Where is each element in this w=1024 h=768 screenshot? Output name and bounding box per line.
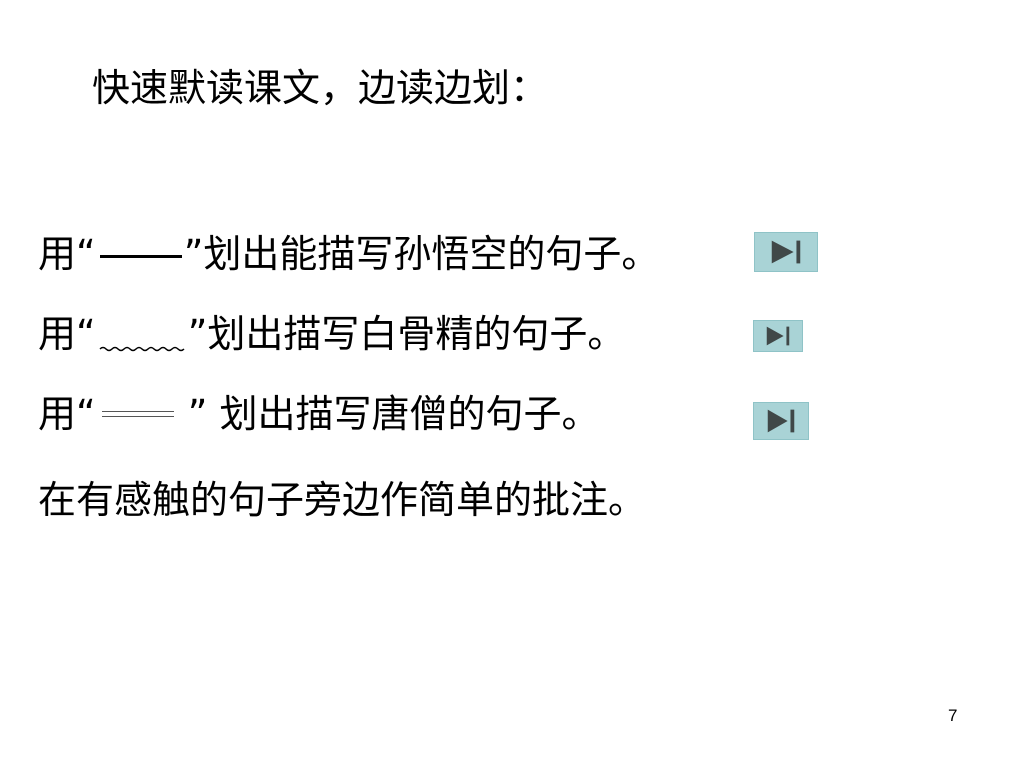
instruction-prefix: 用“ bbox=[38, 312, 96, 356]
instruction-text: ”划出能描写孙悟空的句子。 bbox=[183, 232, 660, 276]
solid-line-sample bbox=[96, 232, 184, 276]
instruction-line-solid-underline: 用“ ”划出能描写孙悟空的句子。 bbox=[38, 232, 659, 276]
wavy-line-sample bbox=[99, 346, 185, 352]
slide-heading: 快速默读课文，边读边划： bbox=[92, 66, 549, 110]
skip-to-end-button-baigujing[interactable] bbox=[753, 320, 803, 352]
double-line-sample bbox=[96, 392, 188, 436]
instruction-prefix: 用“ bbox=[38, 232, 96, 276]
skip-to-end-icon bbox=[771, 240, 801, 264]
skip-to-end-button-sunwukong[interactable] bbox=[754, 232, 818, 272]
skip-to-end-icon bbox=[767, 409, 795, 433]
page-number: 7 bbox=[948, 706, 958, 725]
instruction-prefix: 用“ bbox=[38, 392, 96, 436]
instruction-text: ”划出描写白骨精的句子。 bbox=[187, 312, 626, 356]
instruction-line-wavy-underline: 用“ ”划出描写白骨精的句子。 bbox=[38, 312, 625, 356]
instruction-text: ” 划出描写唐僧的句子。 bbox=[187, 392, 600, 436]
skip-to-end-button-tangseng[interactable] bbox=[753, 402, 809, 440]
annotation-instruction: 在有感触的句子旁边作简单的批注。 bbox=[38, 478, 647, 522]
instruction-line-double-underline: 用“ ” 划出描写唐僧的句子。 bbox=[38, 392, 599, 436]
skip-to-end-icon bbox=[766, 326, 790, 346]
